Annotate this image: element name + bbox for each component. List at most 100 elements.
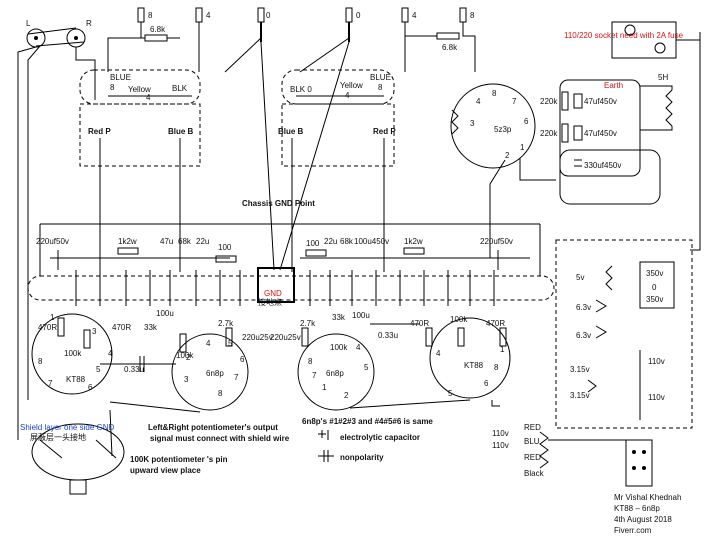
otr-blue-num: 8 — [378, 83, 383, 92]
label-pin_nums-0: 1 — [322, 383, 327, 392]
speaker-label-l: L — [26, 19, 31, 28]
terminal-r-0: 0 — [356, 11, 361, 20]
board-r-1k2w: 1k2w — [404, 237, 423, 246]
pt-63a: 6.3v — [576, 303, 591, 312]
psu-filter: 220k 47uf450v 220k 47uf450v 330uf450v 5H… — [540, 31, 684, 205]
board-components-left: 220uf50v 1k2w 47u 68k 22u 100 — [36, 237, 237, 270]
terminal-l-0: 0 — [266, 11, 271, 20]
mains-110b: 110v — [492, 441, 509, 450]
gnd-label: GND — [264, 289, 282, 298]
pt-5v: 5v — [576, 273, 584, 282]
resistor-6k8-left: 6.8k — [141, 25, 180, 42]
label-pin_nums-5: 6 — [240, 355, 245, 364]
shield-note-cn: 屏蔽层一头接地 — [30, 432, 86, 442]
label-rectifier-pins-7: 1 — [520, 143, 525, 152]
label-pin_nums-7: 8 — [38, 357, 43, 366]
label-tube_left-c220: 220u25v — [242, 333, 273, 342]
kt88-right-label: KT88 — [464, 361, 484, 370]
label-tube_right-r100kb: 100k — [450, 315, 468, 324]
psu-r1: 220k — [540, 97, 558, 106]
elec-note: electrolytic capacitor — [340, 433, 420, 442]
label-pin_nums-4: 5 — [364, 363, 369, 372]
resistor-6k8-right: 6.8k — [405, 32, 460, 52]
gnd-point-box — [257, 267, 295, 303]
board-components-right: 100 22u 68k 100u450v 1k2w 220uf50v — [300, 237, 530, 270]
label-tube_left-c033: 0.33u — [124, 365, 144, 374]
label-pin_nums-0: 1 — [500, 345, 505, 354]
tube-6n8p-left: 6n8p 33k 100u 100k 2.7k 220u25v 0.33u 2 … — [100, 309, 273, 411]
label-tube_left-r470b: 470R — [112, 323, 131, 332]
mains-blu: BLU — [524, 437, 540, 446]
label-pin_nums-4: 5 — [448, 389, 453, 398]
label-tube_right-r100k: 100k — [330, 343, 348, 352]
label-tube_right-r27k: 2.7k — [300, 319, 316, 328]
credit-title: KT88 – 6n8p — [614, 504, 660, 513]
earth-label: Earth — [604, 81, 623, 90]
resistor-6k8-right-label: 6.8k — [442, 43, 458, 52]
otr-red-p: Red P — [373, 127, 396, 136]
potentiometer — [31, 409, 125, 495]
chassis-gnd-label: Chassis GND Point — [242, 199, 315, 208]
otr-blue-b: Blue B — [278, 127, 304, 136]
gnd-cn-label: 接地点 — [258, 297, 282, 307]
board-r-22u: 22u — [324, 237, 337, 246]
label-pin_nums-6: 7 — [48, 379, 53, 388]
label-pin_nums-6: 7 — [312, 371, 317, 380]
mains-red1: RED — [524, 423, 541, 432]
board-r-100u: 100u450v — [354, 237, 389, 246]
psu-r2: 220k — [540, 129, 558, 138]
board-l-1k2w: 1k2w — [118, 237, 137, 246]
pt-110a: 110v — [648, 357, 665, 366]
speaker-jack: L R — [17, 19, 96, 440]
label-pin_nums-3: 4 — [356, 343, 361, 352]
otl-blue-b: Blue B — [168, 127, 194, 136]
psu-c2: 47uf450v — [584, 129, 617, 138]
output-terminals-right: 0 4 8 — [345, 7, 475, 23]
label-pin_nums-4: 5 — [96, 365, 101, 374]
label-tube_right-r470b: 470R — [486, 319, 505, 328]
pt-0: 0 — [652, 283, 657, 292]
mains-primary: 110v 110v RED BLU RED Black — [492, 423, 653, 487]
label-rectifier-pins-6: 2 — [505, 151, 510, 160]
power-transformer: 5v 350v 0 350v 6.3v 6.3v 110v 110v 3.15v… — [555, 239, 693, 429]
label-rectifier-pins-4: 4 — [476, 97, 481, 106]
credit-name: Mr Vishal Khednah — [614, 493, 681, 502]
label-tube_left-r27k: 2.7k — [218, 319, 234, 328]
label-tube_left-r33k: 33k — [144, 323, 158, 332]
pot-note-1: Left&Right potentiometer's output — [148, 423, 278, 432]
rectifier-label: 5z3p — [494, 125, 512, 134]
otl-red-p: Red P — [88, 127, 111, 136]
otl-yellow: Yellow — [128, 85, 151, 94]
kt88-left-label: KT88 — [66, 375, 86, 384]
shield-note: Shield layer one side GND — [20, 423, 114, 432]
board-l-22u: 22u — [196, 237, 209, 246]
label-pin_nums-5: 6 — [484, 379, 489, 388]
label-pin_nums-1: 2 — [186, 353, 191, 362]
label-pin_nums-3: 4 — [108, 349, 113, 358]
mains-socket — [611, 21, 701, 251]
label-rectifier-pins-2: 6 — [524, 117, 529, 126]
terminal-r-4: 4 — [412, 11, 417, 20]
label-pin_nums-5: 6 — [88, 383, 93, 392]
pot-pin-1: 100K potentiometer 's pin — [130, 455, 228, 464]
board-r-100: 100 — [306, 239, 320, 248]
board-l-100: 100 — [218, 243, 232, 252]
choke-label: 5H — [658, 73, 668, 82]
resistor-6k8-left-label: 6.8k — [150, 25, 166, 34]
label-rectifier-pins-5: 3 — [470, 119, 475, 128]
terminal-l-8: 8 — [148, 11, 153, 20]
label-tube_right-r33k: 33k — [332, 313, 346, 322]
board-r-c220: 220uf50v — [480, 237, 513, 246]
label-pin_nums-6: 7 — [234, 373, 239, 382]
label-tube_left-r470: 470R — [38, 323, 57, 332]
board-r-68k: 68k — [340, 237, 354, 246]
label-tube_right-c220: 220u25v — [270, 333, 301, 342]
tube-kt88-left: KT88 470R 470R 100k 1 3 4 5 6 7 8 — [31, 313, 131, 395]
pt-315b: 3.15v — [570, 391, 590, 400]
mains-110a: 110v — [492, 429, 509, 438]
tube-kt88-right: KT88 470R 100k 470R 4 6 1 8 5 — [410, 315, 511, 399]
6n8p-right-label: 6n8p — [326, 369, 344, 378]
otr-blk: BLK 0 — [290, 85, 312, 94]
label-tube_right-r470: 470R — [410, 319, 429, 328]
